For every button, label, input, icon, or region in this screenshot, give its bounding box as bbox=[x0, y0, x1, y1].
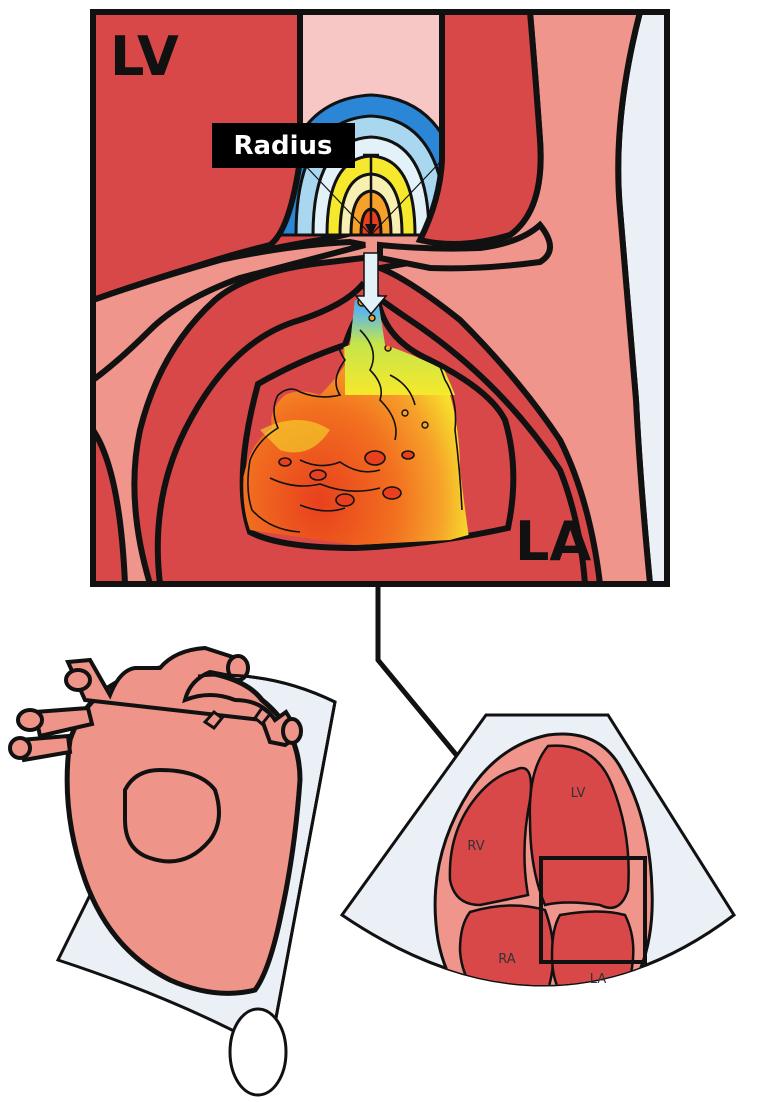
echo-ra-label: RA bbox=[498, 952, 516, 967]
echo-four-chamber-view: LV RV RA LA bbox=[342, 715, 734, 1030]
zoom-lv-label: LV bbox=[110, 25, 179, 88]
probe-icon bbox=[230, 1009, 286, 1095]
zoom-panel: Radius LV LA bbox=[93, 12, 667, 584]
echo-lv-label: LV bbox=[571, 786, 586, 801]
echo-la-label: LA bbox=[590, 972, 607, 987]
radius-label: Radius bbox=[233, 131, 332, 161]
echo-rv-label: RV bbox=[467, 839, 484, 854]
zoom-la-label: LA bbox=[515, 510, 591, 573]
heart-illustration bbox=[10, 648, 335, 1095]
